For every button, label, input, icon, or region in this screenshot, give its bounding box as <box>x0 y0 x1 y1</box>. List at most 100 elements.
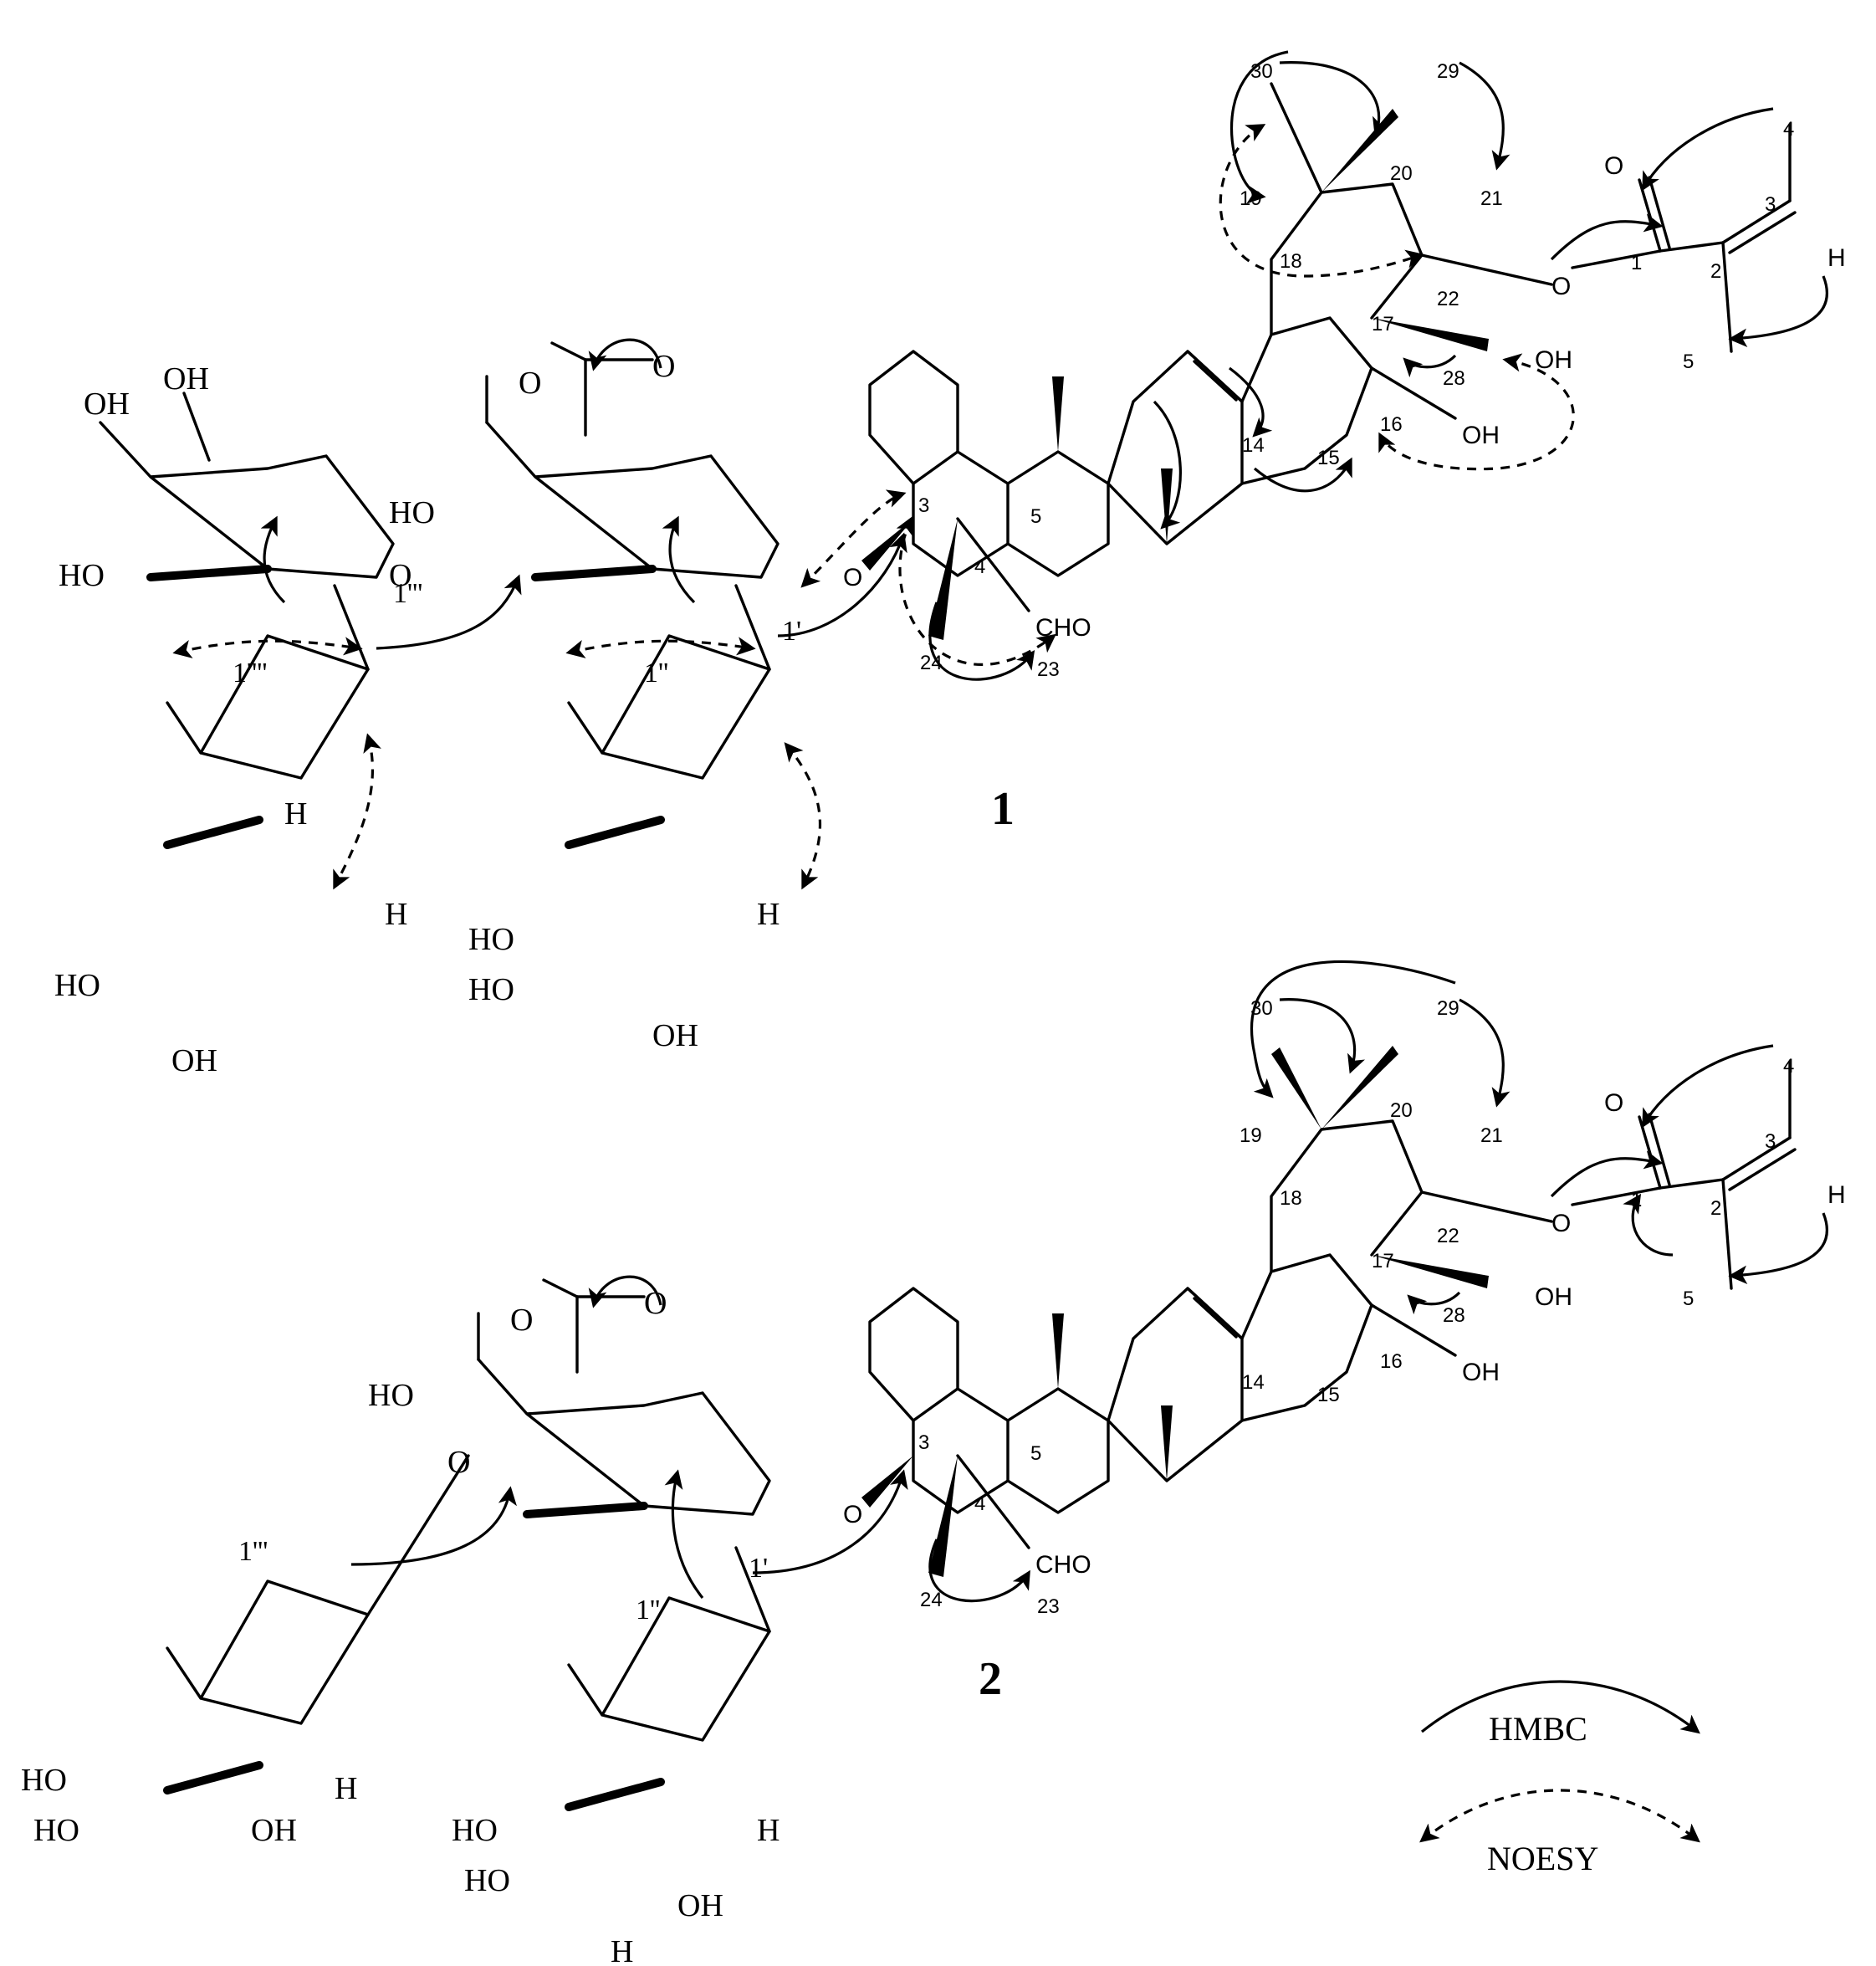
group-oh28: OH <box>1535 1283 1572 1311</box>
sugar-carbonyl-oxygen: O <box>519 366 541 401</box>
sugar-ho: HO <box>21 1763 67 1798</box>
sugar-label-2prime: 1'' <box>644 658 668 689</box>
sugar-label-3prime: 1''' <box>393 578 422 609</box>
ester-oxygen: O <box>1551 1210 1571 1237</box>
sugar-oh: OH <box>251 1813 297 1848</box>
group-cho: CHO <box>1035 614 1091 642</box>
sugar-ring-oxygen: O <box>389 558 411 593</box>
sugar-ho: HO <box>368 1378 414 1413</box>
atom-c23: 23 <box>1037 1595 1060 1618</box>
sugar-oh: OH <box>84 387 130 422</box>
atom-c21: 21 <box>1480 1124 1503 1147</box>
sugar-oh: OH <box>171 1043 217 1078</box>
sugar-label-3prime: 1''' <box>238 1536 268 1567</box>
atom-c15: 15 <box>1317 447 1340 469</box>
atom-c22: 22 <box>1437 1225 1459 1247</box>
atom-c4: 4 <box>974 1492 985 1515</box>
sugar-labels-1: 1' 1'' 1''' 1'''' OH OH HO O O O HO HO O… <box>54 349 801 1078</box>
carbonyl-oxygen: O <box>1604 1089 1623 1117</box>
legend: HMBC NOESY <box>1419 1680 1700 1877</box>
legend-noesy-label: NOESY <box>1487 1840 1598 1877</box>
atom-c17: 17 <box>1372 313 1394 335</box>
sugar-ho: HO <box>468 922 514 957</box>
compound-number-1: 1 <box>991 783 1015 835</box>
sugar-chain-1 <box>99 341 780 849</box>
sugar-label-1prime: 1' <box>782 616 801 647</box>
atom-c20: 20 <box>1390 1099 1413 1122</box>
compound-2: 30 29 20 19 21 18 22 17 28 16 15 14 5 4 … <box>21 960 1846 1966</box>
sugar-h: H <box>757 1813 780 1848</box>
ester-c5: 5 <box>1683 1288 1694 1310</box>
sugar-ho: HO <box>59 558 105 593</box>
aglycone-labels-1: 30 29 20 19 21 18 22 17 28 16 15 14 5 4 … <box>843 60 1846 681</box>
atom-c23: 23 <box>1037 658 1060 681</box>
legend-noesy-arrow <box>1419 1789 1700 1843</box>
atom-c5: 5 <box>1030 505 1041 528</box>
ester-c4: 4 <box>1783 1055 1794 1078</box>
ester-c5: 5 <box>1683 351 1694 373</box>
atom-c5: 5 <box>1030 1442 1041 1465</box>
atom-c3: 3 <box>918 1431 929 1454</box>
glycosidic-oxygen: O <box>843 564 862 591</box>
sugar-h: H <box>335 1771 357 1806</box>
sugar-ho: HO <box>54 968 100 1003</box>
aglycone-skeleton-1 <box>861 82 1797 640</box>
sugar-ho: HO <box>464 1863 510 1898</box>
ester-c2: 2 <box>1710 1197 1721 1220</box>
sugar-labels-2: 1' 1'' 1''' HO O O O HO HO OH HO HO OH H… <box>21 1286 780 1966</box>
group-cho: CHO <box>1035 1551 1091 1579</box>
sugar-carbonyl-oxygen: O <box>510 1303 533 1338</box>
compound-number-2: 2 <box>979 1653 1002 1705</box>
sugar-oh: OH <box>677 1888 723 1923</box>
atom-c18: 18 <box>1280 1187 1302 1210</box>
atom-c17: 17 <box>1372 1250 1394 1272</box>
sugar-ring-oxygen: O <box>447 1445 470 1480</box>
compound-1: 30 29 20 19 21 18 22 17 28 16 15 14 5 4 … <box>54 50 1846 1078</box>
sugar-label-1prime: 1' <box>749 1553 768 1584</box>
atom-c29: 29 <box>1437 997 1459 1020</box>
atom-c16: 16 <box>1380 413 1403 436</box>
ester-hydrogen: H <box>1827 1181 1846 1209</box>
noesy-arrows-1 <box>172 124 1575 890</box>
atom-c21: 21 <box>1480 187 1503 210</box>
aglycone-skeleton-2 <box>861 1046 1797 1577</box>
sugar-chain-2 <box>163 1278 771 1811</box>
ester-c3: 3 <box>1765 1130 1776 1153</box>
atom-c14: 14 <box>1242 434 1265 457</box>
glycosidic-oxygen: O <box>843 1501 862 1528</box>
ester-oxygen: O <box>1551 273 1571 300</box>
ester-c1: 1 <box>1631 252 1642 274</box>
atom-c22: 22 <box>1437 288 1459 310</box>
sugar-ho: HO <box>389 495 435 530</box>
group-oh28: OH <box>1535 346 1572 374</box>
hmbc-arrows-1 <box>260 50 1828 681</box>
atom-c30: 30 <box>1250 60 1273 83</box>
sugar-ho: HO <box>452 1813 498 1848</box>
sugar-label-2prime: 1'' <box>636 1595 660 1626</box>
ester-c4: 4 <box>1783 118 1794 141</box>
atom-c3: 3 <box>918 494 929 517</box>
group-oh16: OH <box>1462 1359 1500 1386</box>
sugar-ho: HO <box>33 1813 79 1848</box>
atom-c16: 16 <box>1380 1350 1403 1373</box>
sugar-ho: HO <box>468 972 514 1007</box>
atom-c24: 24 <box>920 1589 943 1611</box>
sugar-oh: OH <box>163 361 209 397</box>
ester-hydrogen: H <box>1827 244 1846 272</box>
atom-c4: 4 <box>974 555 985 578</box>
group-oh16: OH <box>1462 422 1500 449</box>
atom-c15: 15 <box>1317 1384 1340 1406</box>
legend-hmbc-arrow <box>1421 1680 1700 1734</box>
atom-c29: 29 <box>1437 60 1459 83</box>
sugar-h: H <box>385 897 407 932</box>
hmbc-arrows-2 <box>350 960 1828 1603</box>
atom-c18: 18 <box>1280 250 1302 273</box>
atom-c14: 14 <box>1242 1371 1265 1394</box>
sugar-h: H <box>757 897 780 932</box>
ester-c2: 2 <box>1710 260 1721 283</box>
aglycone-labels-2: 30 29 20 19 21 18 22 17 28 16 15 14 5 4 … <box>843 997 1846 1618</box>
atom-c20: 20 <box>1390 162 1413 185</box>
atom-c19: 19 <box>1240 1124 1262 1147</box>
ester-c3: 3 <box>1765 193 1776 216</box>
